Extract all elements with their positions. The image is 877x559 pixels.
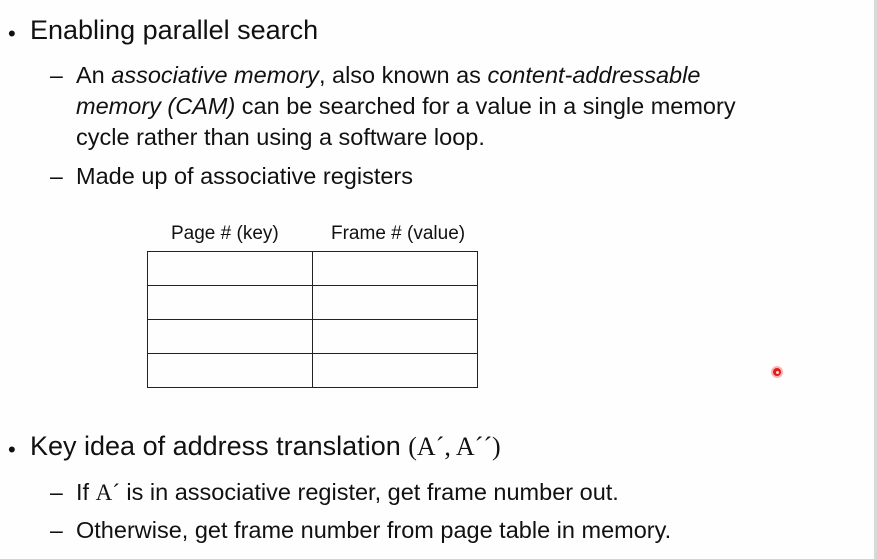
sub-2-1-text: If A´ is in associative register, get fr…	[76, 479, 619, 506]
table-row	[147, 251, 478, 286]
associative-register-table	[147, 251, 478, 388]
table-header-key: Page # (key)	[171, 223, 279, 244]
key-cell	[147, 319, 313, 354]
key-cell	[147, 251, 313, 286]
sub-1-1-run-3: , also known as	[318, 62, 488, 88]
table-header-value: Frame # (value)	[331, 223, 466, 244]
sub-2-1-variable: A´	[95, 480, 120, 505]
sub-1-2-dash: –	[50, 163, 63, 189]
slide-edge	[874, 0, 877, 559]
value-cell	[312, 353, 478, 388]
bullet-2-text: Key idea of address translation (A´, A´´…	[30, 431, 501, 462]
key-cell	[147, 285, 313, 320]
sub-2-2-text: Otherwise, get frame number from page ta…	[76, 517, 672, 543]
table-row	[147, 285, 478, 320]
value-cell	[312, 285, 478, 320]
sub-2-1-run-1: If	[76, 479, 96, 505]
sub-1-1-line-1: An associative memory, also known as con…	[76, 62, 700, 89]
bullet-1-text: Enabling parallel search	[30, 15, 319, 45]
sub-1-1-term-associative-memory: associative memory	[111, 62, 319, 88]
bullet-2-marker: •	[8, 437, 16, 462]
sub-1-1-line-2: memory (CAM) can be searched for a value…	[76, 93, 736, 120]
table-row	[147, 319, 478, 354]
bullet-2-formula: (A´, A´´)	[408, 432, 501, 461]
sub-1-1-run-1: An	[76, 62, 112, 88]
sub-1-1-line-3: cycle rather than using a software loop.	[76, 124, 485, 150]
sub-2-1-run-2: is in associative register, get frame nu…	[119, 479, 619, 505]
sub-1-1-dash: –	[50, 62, 63, 88]
sub-2-2-dash: –	[50, 517, 63, 543]
bullet-2-label: Key idea of address translation	[30, 431, 409, 461]
value-cell	[312, 319, 478, 354]
bullet-1-marker: •	[8, 21, 16, 46]
sub-1-1-term-cam: content-addressable	[487, 62, 701, 88]
key-cell	[147, 353, 313, 388]
sub-1-2-text: Made up of associative registers	[76, 163, 413, 189]
laser-pointer-dot	[773, 368, 781, 376]
value-cell	[312, 251, 478, 286]
sub-1-1-run-6: can be searched for a value in a single …	[235, 93, 736, 119]
sub-1-1-term-cam-abbrev: memory (CAM)	[76, 93, 236, 119]
sub-2-1-dash: –	[50, 479, 63, 505]
table-row	[147, 353, 478, 388]
